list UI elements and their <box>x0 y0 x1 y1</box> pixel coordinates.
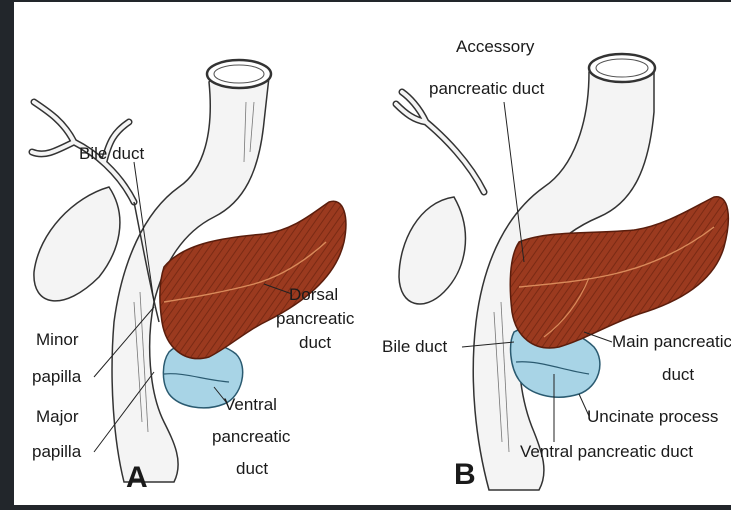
panel-letter-b: B <box>454 458 476 491</box>
label-ventral-b: Ventral pancreatic duct <box>520 442 693 461</box>
label-dorsal-1: Dorsal <box>289 285 338 304</box>
label-bile-duct-a: Bile duct <box>79 144 144 163</box>
label-bile-duct-b: Bile duct <box>382 337 447 356</box>
duodenum-opening-b <box>589 54 655 82</box>
label-ventral-3: duct <box>236 459 268 478</box>
label-dorsal-2: pancreatic <box>276 309 355 328</box>
gallbladder-b <box>399 197 465 304</box>
label-minor-1: Minor <box>36 330 79 349</box>
gallbladder-a <box>34 187 120 301</box>
label-major-2: papilla <box>32 442 82 461</box>
label-ventral-2: pancreatic <box>212 427 291 446</box>
figure-frame: A Bile duct Dorsal pancreatic duct Minor… <box>14 2 731 505</box>
panel-a: A Bile duct Dorsal pancreatic duct Minor… <box>32 60 355 494</box>
pancreas-development-diagram: A Bile duct Dorsal pancreatic duct Minor… <box>14 2 731 505</box>
label-ventral-1: Ventral <box>224 395 277 414</box>
panel-b: B Accessory pancreatic duct Bile duct Ma… <box>382 37 731 491</box>
label-uncinate: Uncinate process <box>587 407 718 426</box>
label-dorsal-3: duct <box>299 333 331 352</box>
label-minor-2: papilla <box>32 367 82 386</box>
label-accessory-1: Accessory <box>456 37 535 56</box>
label-main-1: Main pancreatic <box>612 332 731 351</box>
label-main-2: duct <box>662 365 694 384</box>
duodenum-opening-a <box>207 60 271 88</box>
bile-duct-branches-b <box>396 92 484 192</box>
panel-letter-a: A <box>126 461 148 494</box>
label-major-1: Major <box>36 407 79 426</box>
label-accessory-2: pancreatic duct <box>429 79 545 98</box>
